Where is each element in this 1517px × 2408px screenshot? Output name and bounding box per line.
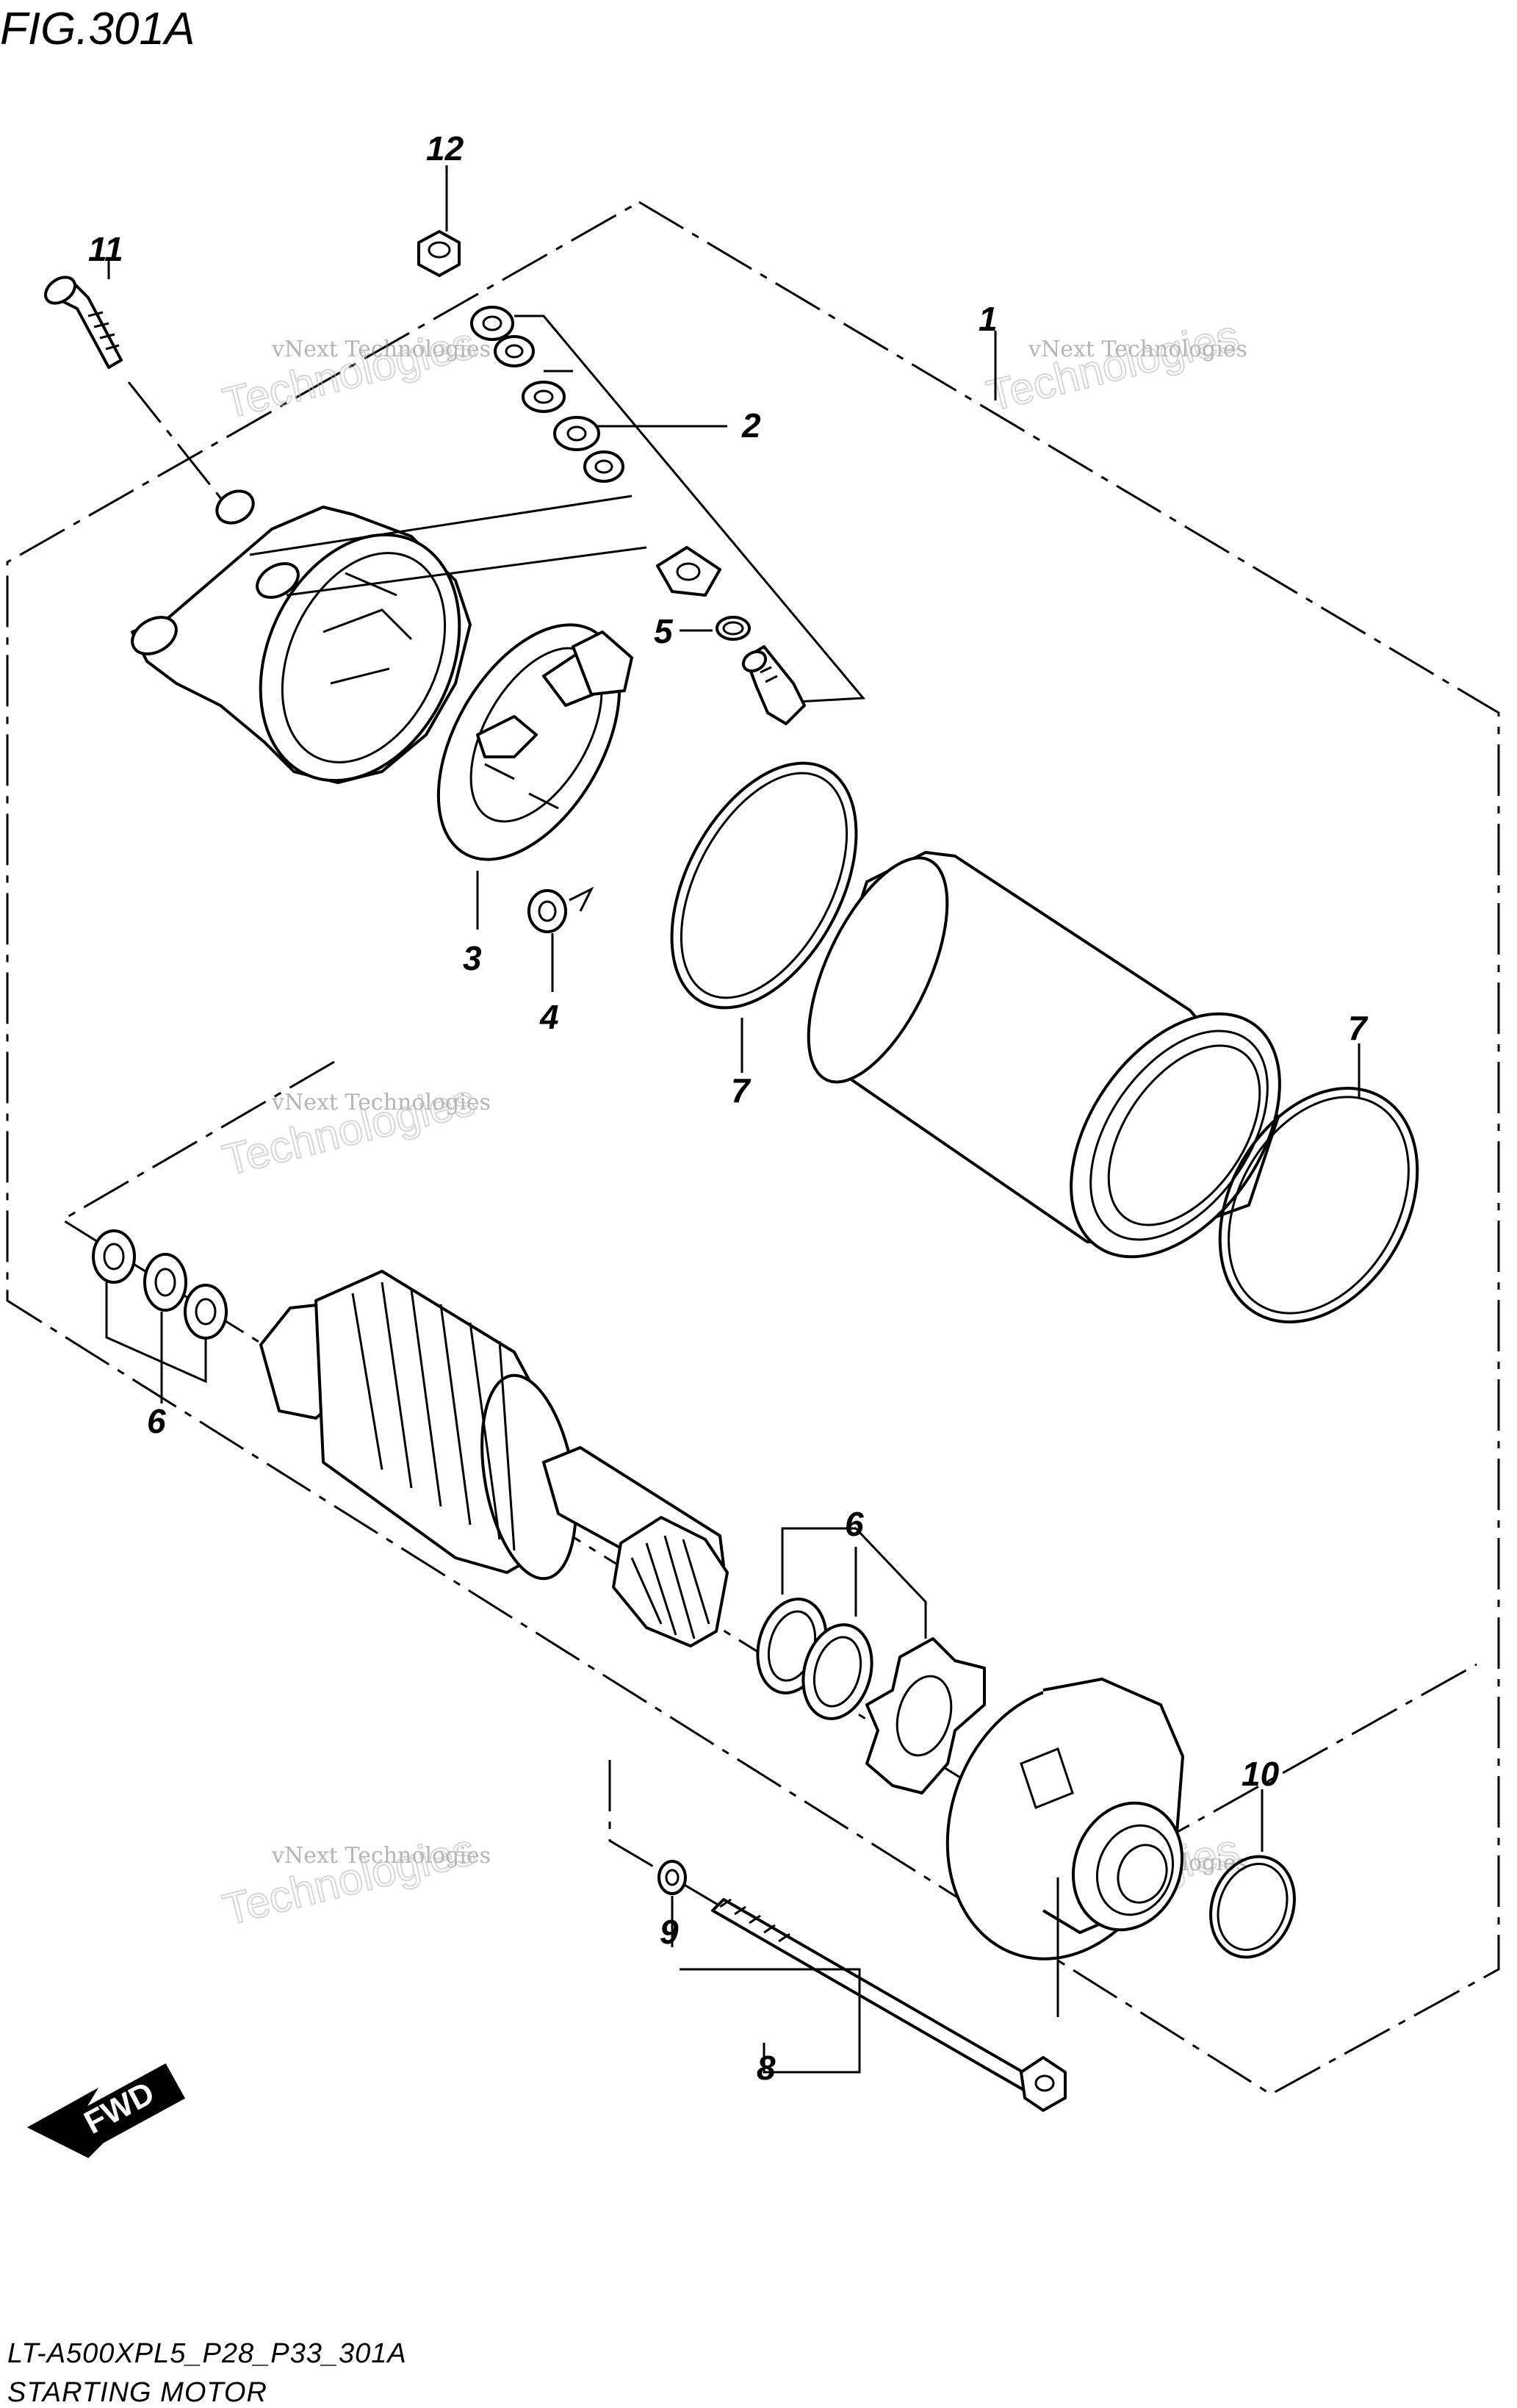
callout-8: 8	[757, 2049, 776, 2087]
callout-11: 11	[88, 230, 123, 268]
part-5-o-ring	[716, 616, 751, 641]
part-12-nut	[417, 230, 461, 277]
svg-text:Technologies: Technologies	[218, 1825, 480, 1935]
callout-6-right: 6	[845, 1505, 864, 1543]
part-4-bearing	[527, 886, 594, 933]
leader-6-left	[105, 1282, 207, 1384]
part-3-brush-holder	[436, 623, 633, 861]
part-7-o-ring-right	[1218, 1087, 1419, 1323]
part-10-o-ring	[1209, 1855, 1296, 1959]
callout-4: 4	[539, 998, 559, 1036]
bolt-group-outline	[608, 1760, 853, 1985]
fwd-direction-arrow: FWD	[26, 2063, 186, 2158]
part-6-washers-right	[756, 1597, 873, 1720]
callout-7-right: 7	[1348, 1009, 1369, 1047]
armature-group-outline	[60, 1060, 1477, 1872]
part-8-through-bolt	[711, 1898, 1067, 2112]
callout-6-left: 6	[147, 1402, 166, 1440]
callout-7-upper: 7	[731, 1071, 752, 1110]
svg-text:Technologies: Technologies	[982, 311, 1244, 421]
callout-1: 1	[979, 300, 998, 338]
leader-8	[680, 1968, 861, 2074]
svg-text:vNext Technologies: vNext Technologies	[271, 337, 491, 362]
part-7-o-ring-upper	[670, 761, 858, 1010]
model-code: LT-A500XPL5_P28_P33_301A	[7, 2338, 407, 2369]
part-11-bolt	[44, 276, 123, 369]
svg-text:vNext Technologies: vNext Technologies	[1028, 337, 1247, 362]
part-9-o-ring	[657, 1860, 687, 1895]
callout-3: 3	[463, 939, 482, 977]
bolt-path-11	[127, 381, 229, 508]
svg-text:Technologies: Technologies	[218, 318, 480, 428]
callout-labels: 1 2 3 4 5 6 6 7 7 8 9 10 11 12	[88, 129, 1369, 2087]
svg-text:vNext Technologies: vNext Technologies	[271, 1090, 491, 1115]
armature	[259, 1270, 729, 1647]
part-6-washers-left	[92, 1229, 228, 1340]
bolt-path-2b	[286, 546, 647, 597]
callout-2: 2	[741, 406, 761, 445]
bolt-path-2	[249, 495, 633, 556]
front-housing	[945, 1678, 1184, 1960]
callout-10: 10	[1242, 1755, 1280, 1793]
callout-9: 9	[660, 1913, 679, 1951]
diagram-caption: STARTING MOTOR	[7, 2377, 267, 2408]
part-2-washer-stack	[470, 306, 624, 483]
yoke	[807, 851, 1281, 1259]
callout-5: 5	[654, 612, 674, 650]
lock-plate	[865, 1637, 986, 1794]
terminal-bolt	[741, 645, 806, 725]
terminal-insulator	[656, 546, 721, 597]
figure-title: FIG.301A	[0, 4, 195, 54]
rear-housing	[131, 489, 472, 784]
callout-12: 12	[426, 129, 464, 168]
svg-text:vNext Technologies: vNext Technologies	[271, 1843, 491, 1869]
assembly-outline	[6, 201, 1500, 2096]
leader-6-right	[781, 1527, 927, 1639]
